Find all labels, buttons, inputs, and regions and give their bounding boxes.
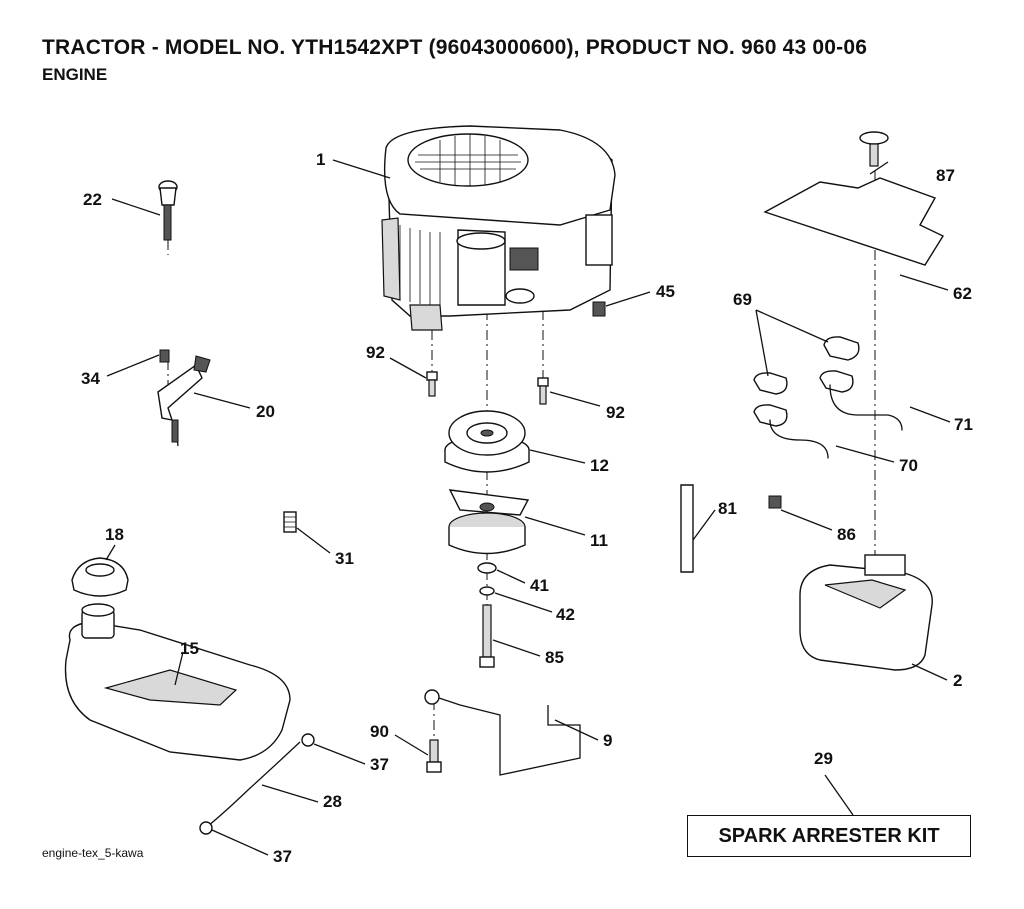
leader-18 <box>105 544 116 561</box>
leader-31 <box>296 527 331 554</box>
leader-41 <box>496 569 526 584</box>
leader-90 <box>394 734 429 756</box>
fuel-cap <box>71 557 129 597</box>
plug-45 <box>592 301 606 317</box>
callout-86: 86 <box>837 525 856 544</box>
leader-45 <box>605 291 651 307</box>
callout-87: 87 <box>936 166 955 185</box>
nut-86 <box>768 495 782 509</box>
washer-41 <box>477 562 497 574</box>
washer-42 <box>479 586 495 596</box>
control-rod <box>429 694 581 776</box>
callout-22: 22 <box>83 190 102 209</box>
callout-70: 70 <box>899 456 918 475</box>
leader-62 <box>899 274 949 291</box>
fitting-31 <box>283 511 297 533</box>
spark-arrester-kit-box: SPARK ARRESTER KIT <box>687 815 971 857</box>
callout-11: 11 <box>590 531 608 550</box>
clamp-37-lower <box>199 821 213 835</box>
gaskets <box>753 336 860 427</box>
callout-37-lower: 37 <box>273 847 292 866</box>
leader-69b <box>755 309 769 377</box>
leader-1 <box>332 159 391 179</box>
callout-9: 9 <box>603 731 612 750</box>
leader-92-left <box>389 357 427 379</box>
exhaust-pipe-70 <box>769 419 829 459</box>
heat-shield-bolt <box>859 131 889 167</box>
callout-42: 42 <box>556 605 575 624</box>
callout-20: 20 <box>256 402 275 421</box>
page-subtitle: ENGINE <box>42 65 108 84</box>
callout-69: 69 <box>733 290 752 309</box>
callout-92-left: 92 <box>366 343 385 362</box>
bolt-90 <box>426 739 442 773</box>
callout-18: 18 <box>105 525 124 544</box>
callout-2: 2 <box>953 671 962 690</box>
muffler <box>799 554 933 671</box>
leader-86 <box>780 509 833 531</box>
leader-15 <box>174 651 184 686</box>
callout-45: 45 <box>656 282 675 301</box>
spark-arrester-kit-label: SPARK ARRESTER KIT <box>718 824 940 847</box>
fuel-tank <box>64 603 291 761</box>
callout-92-right: 92 <box>606 403 625 422</box>
leader-29 <box>824 774 854 816</box>
clamp-37-upper <box>301 733 315 747</box>
throttle-bracket <box>157 349 211 447</box>
leader-70 <box>835 445 895 463</box>
leader-11 <box>524 516 586 536</box>
drawing-reference: engine-tex_5-kawa <box>42 846 144 860</box>
leader-37-lower <box>211 829 269 856</box>
leader-20 <box>193 392 251 409</box>
callout-41: 41 <box>530 576 549 595</box>
leader-69a <box>755 309 829 343</box>
leader-12 <box>529 449 586 464</box>
fuel-line <box>207 741 301 827</box>
callout-62: 62 <box>953 284 972 303</box>
leader-87 <box>869 161 889 175</box>
page-title: TRACTOR - MODEL NO. YTH1542XPT (96043000… <box>42 36 868 59</box>
tube-81 <box>680 484 694 573</box>
engine <box>381 125 616 331</box>
callout-85: 85 <box>545 648 564 667</box>
leader-92-right <box>549 391 601 407</box>
leader-42 <box>494 592 553 613</box>
callout-71: 71 <box>954 415 973 434</box>
leader-2 <box>911 663 948 681</box>
leader-81 <box>692 509 716 541</box>
exhaust-pipe-71 <box>829 384 903 431</box>
callout-37-upper: 37 <box>370 755 389 774</box>
rod-eye <box>424 689 440 705</box>
callout-29: 29 <box>814 749 833 768</box>
heat-shield <box>763 177 945 266</box>
callout-90: 90 <box>370 722 389 741</box>
leader-9 <box>554 719 599 741</box>
leader-22 <box>111 198 161 216</box>
leader-34 <box>106 354 160 377</box>
callout-81: 81 <box>718 499 737 518</box>
callout-34: 34 <box>81 369 100 388</box>
leader-28 <box>261 784 319 803</box>
pulley <box>444 410 530 473</box>
leader-71 <box>909 406 951 423</box>
bolt-92-right <box>537 377 549 405</box>
callout-31: 31 <box>335 549 354 568</box>
callout-12: 12 <box>590 456 609 475</box>
callout-15: 15 <box>180 639 199 658</box>
pto-clutch <box>448 489 530 555</box>
leader-85 <box>492 639 541 657</box>
callout-1: 1 <box>316 150 325 169</box>
bolt-92-left <box>426 371 438 397</box>
bolt-85 <box>479 604 495 668</box>
dipstick <box>158 180 178 255</box>
callout-28: 28 <box>323 792 342 811</box>
leader-37-upper <box>313 743 366 765</box>
